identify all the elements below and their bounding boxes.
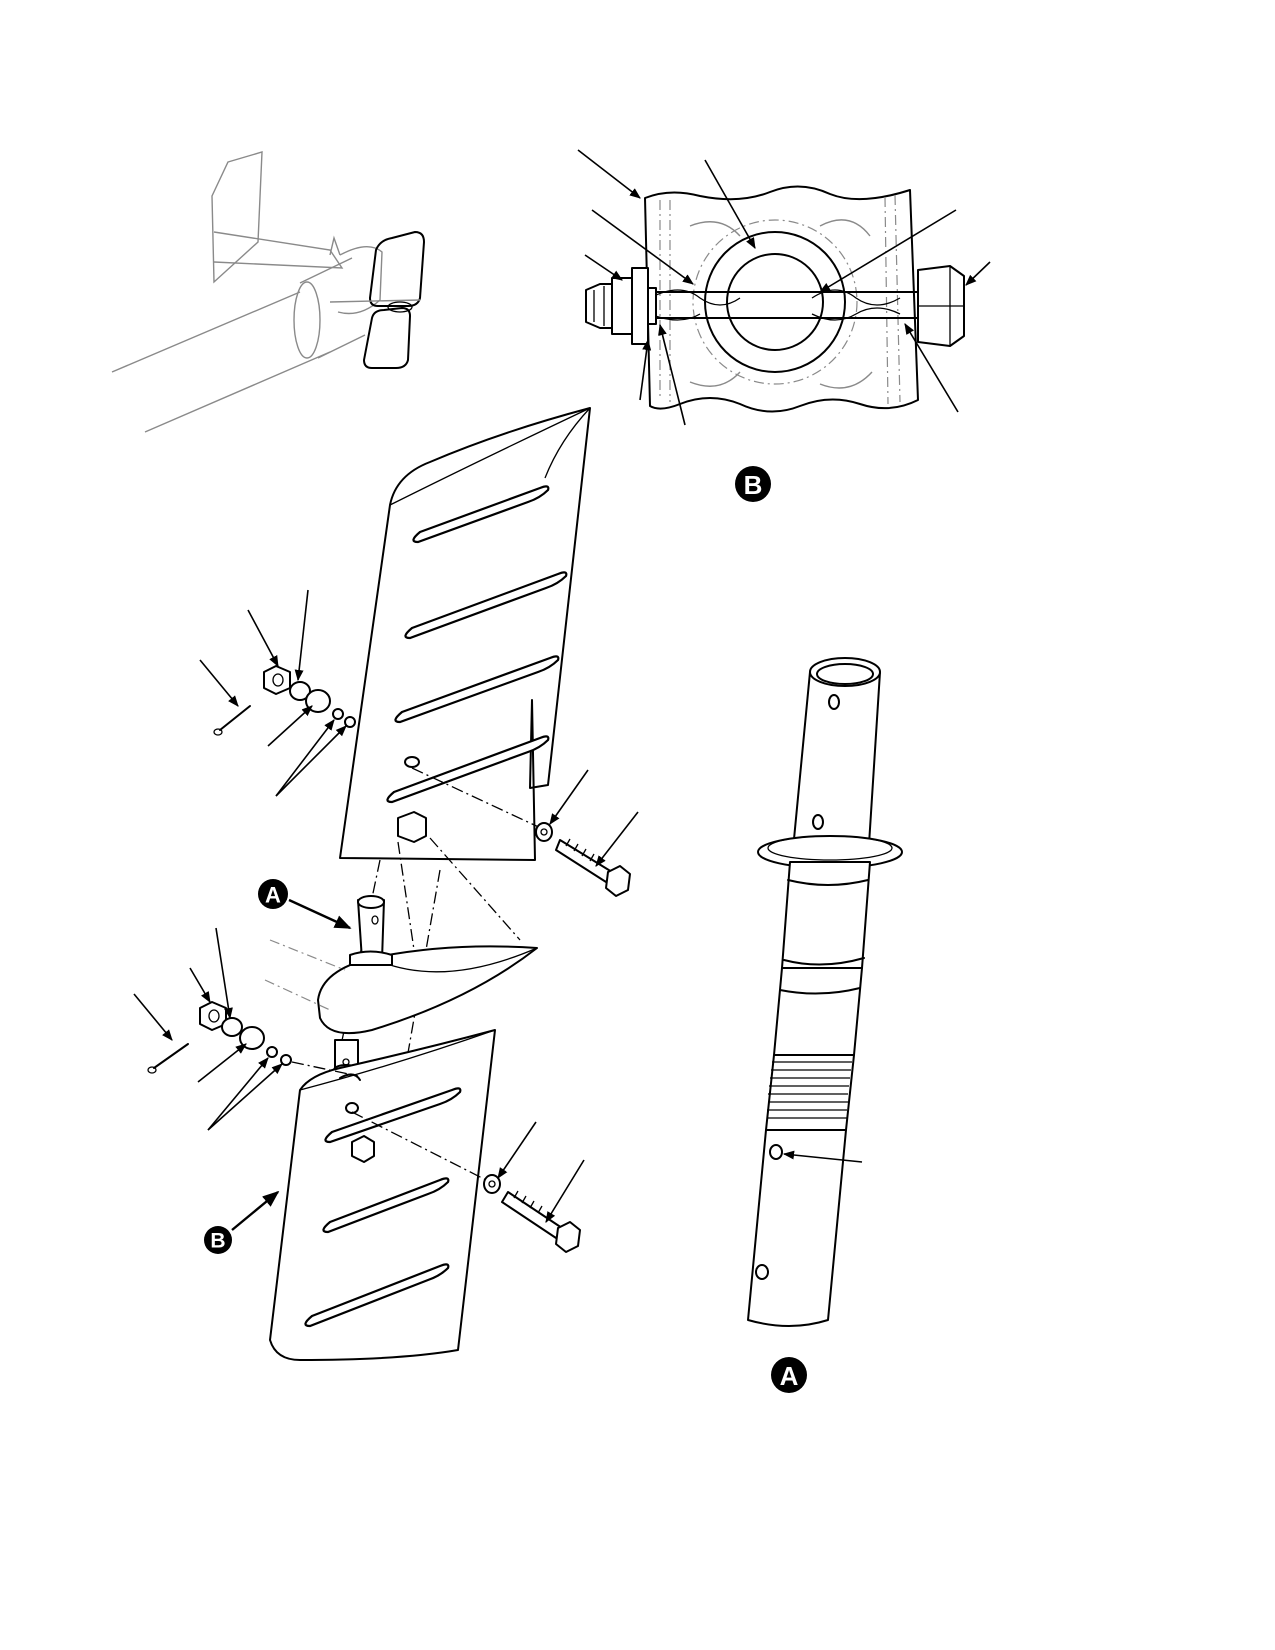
detail-a-label: A xyxy=(780,1361,799,1391)
highlighted-lower-blade xyxy=(363,307,411,369)
detail-a-callout xyxy=(771,1357,807,1393)
lower-blade-slots xyxy=(304,1087,462,1328)
callout-b-left-label: B xyxy=(210,1230,225,1253)
callout-a-left: A xyxy=(258,879,352,930)
locator-view xyxy=(111,151,425,433)
highlighted-upper-blade xyxy=(369,231,425,307)
upper-blade-assembly xyxy=(339,407,591,861)
lower-blade-assembly xyxy=(269,1029,496,1361)
detail-a-shaft: A xyxy=(747,657,903,1393)
upper-left-hardware xyxy=(199,589,356,797)
lower-right-bolt xyxy=(351,1111,585,1253)
lower-blade xyxy=(269,1029,496,1361)
callout-b-left: B xyxy=(204,1190,280,1254)
detail-b-callout xyxy=(735,466,771,502)
detail-b-view: B xyxy=(577,149,991,502)
upper-blade-slots xyxy=(386,485,568,804)
upper-blade xyxy=(339,407,591,861)
hub-assembly xyxy=(264,837,538,1089)
detail-b-label: B xyxy=(744,470,763,500)
lower-left-hardware xyxy=(133,927,359,1131)
upper-right-bolt xyxy=(411,767,639,897)
callout-a-left-label: A xyxy=(265,883,281,908)
